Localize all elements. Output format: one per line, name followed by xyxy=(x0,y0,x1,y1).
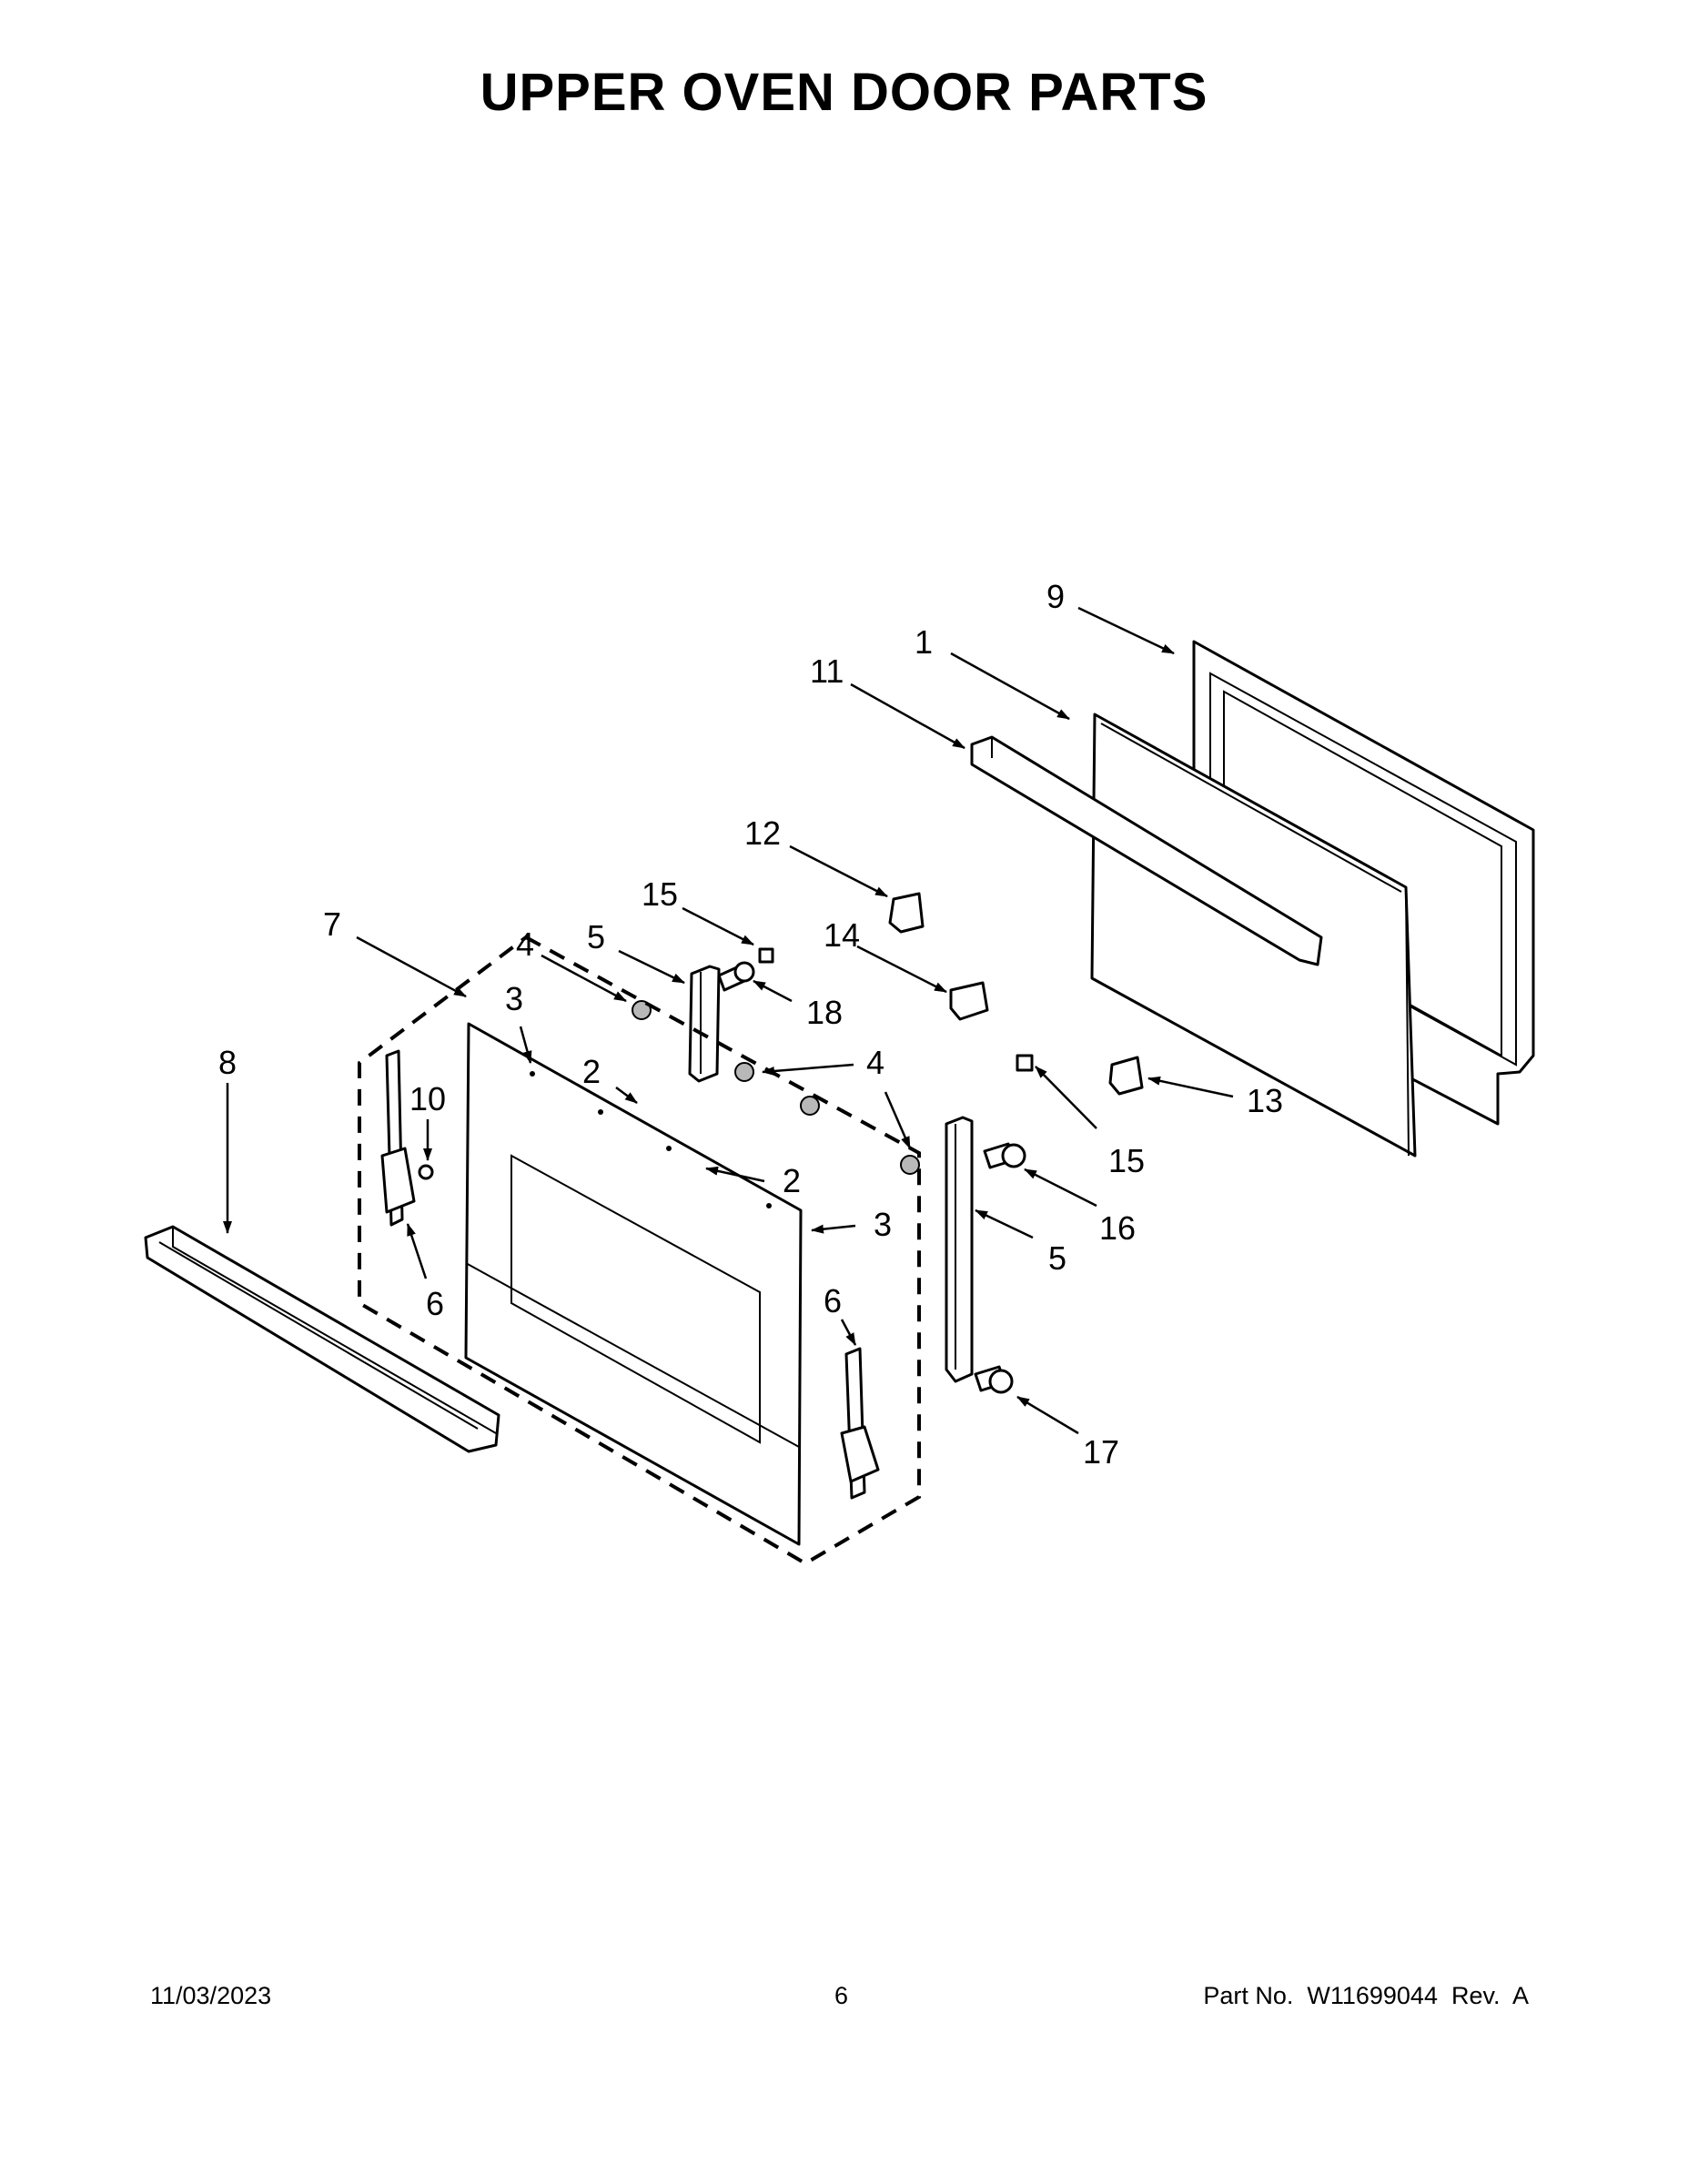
callout-16: 16 xyxy=(1099,1209,1136,1247)
part-4-nut-3 xyxy=(800,1096,820,1116)
part-7-outer-door-assembly-outline xyxy=(358,935,921,1566)
callout-6-right: 6 xyxy=(824,1282,842,1320)
outer-door-glass xyxy=(464,1022,803,1546)
callout-17: 17 xyxy=(1083,1433,1119,1471)
part-4-nut-2 xyxy=(734,1062,754,1082)
callout-12: 12 xyxy=(744,814,781,852)
callout-3-lower: 3 xyxy=(874,1206,892,1243)
callout-4-upper: 4 xyxy=(516,925,534,963)
callout-15-lower: 15 xyxy=(1108,1142,1145,1179)
callout-8: 8 xyxy=(218,1044,237,1081)
part-4-nut-4 xyxy=(900,1155,920,1175)
part-18-screw xyxy=(717,961,755,992)
callout-1: 1 xyxy=(915,623,933,661)
callout-7: 7 xyxy=(323,905,341,943)
part-16-screw xyxy=(983,1142,1026,1169)
callout-11: 11 xyxy=(810,652,844,690)
callout-14: 14 xyxy=(824,916,860,954)
leader-lines xyxy=(223,606,1234,1435)
footer-page-number: 6 xyxy=(834,1982,849,2009)
callout-13: 13 xyxy=(1247,1082,1283,1119)
part-13-bracket xyxy=(1108,1056,1144,1096)
callout-2-upper: 2 xyxy=(582,1053,601,1090)
part-11-top-channel xyxy=(970,735,1323,966)
part-6-hinge-left xyxy=(380,1049,416,1227)
callout-15-upper: 15 xyxy=(642,875,678,913)
part-8-door-handle xyxy=(144,1225,500,1453)
callout-9: 9 xyxy=(1046,578,1065,615)
part-17-screw xyxy=(974,1365,1014,1394)
part-15-clip-lower xyxy=(1016,1054,1034,1072)
part-14-bracket xyxy=(949,981,989,1021)
callout-5-upper: 5 xyxy=(587,918,605,956)
page-title: UPPER OVEN DOOR PARTS xyxy=(480,63,1208,122)
callout-3-upper: 3 xyxy=(505,980,523,1017)
callout-2-lower: 2 xyxy=(783,1162,801,1199)
part-12-bracket xyxy=(888,892,925,934)
callout-5-lower: 5 xyxy=(1048,1239,1066,1277)
part-15-clip-upper xyxy=(758,947,774,964)
callout-10: 10 xyxy=(409,1080,446,1117)
footer-part-number: Part No. W11699044 Rev. A xyxy=(1203,1982,1529,2009)
part-4-nut-1 xyxy=(632,1000,652,1020)
callout-6-left: 6 xyxy=(426,1285,444,1322)
part-1-door-panel xyxy=(1090,713,1417,1158)
part-10-screw xyxy=(418,1164,434,1180)
part-6-hinge-right xyxy=(840,1347,880,1500)
part-5-bracket-lower xyxy=(945,1116,974,1383)
callout-18: 18 xyxy=(806,994,843,1031)
footer-date: 11/03/2023 xyxy=(150,1982,272,2009)
part-5-bracket-upper xyxy=(688,965,721,1083)
callout-4-right: 4 xyxy=(866,1044,884,1081)
